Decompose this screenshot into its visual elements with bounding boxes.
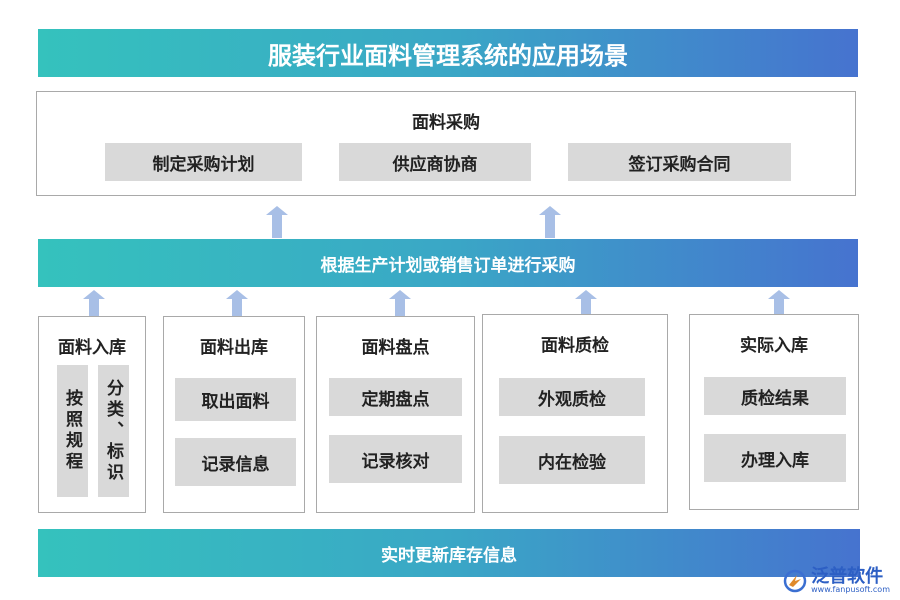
watermark-brand: 泛普软件 <box>811 566 884 587</box>
purchase-item: 签订采购合同 <box>568 143 791 181</box>
column-heading: 面料盘点 <box>361 338 430 358</box>
purchase-item: 制定采购计划 <box>105 143 302 181</box>
up-arrow-icon <box>389 290 411 322</box>
column-item: 记录核对 <box>329 435 462 483</box>
column-item: 办理入库 <box>704 434 846 482</box>
watermark-logo: 泛普软件 www.fanpusoft.com <box>783 568 890 594</box>
column-heading: 实际入库 <box>740 336 808 356</box>
purchase-item: 供应商协商 <box>339 143 531 181</box>
up-arrow-icon <box>266 206 288 238</box>
middle-banner-text: 根据生产计划或销售订单进行采购 <box>320 255 576 276</box>
fanpu-logo-icon <box>783 569 807 593</box>
column-fabric-outbound: 面料出库 取出面料 记录信息 <box>163 316 305 513</box>
column-fabric-qc: 面料质检 外观质检 内在检验 <box>482 314 668 513</box>
up-arrow-icon <box>83 290 105 322</box>
up-arrow-icon <box>575 290 597 322</box>
column-item: 质检结果 <box>704 377 846 415</box>
column-item: 记录信息 <box>175 438 296 486</box>
vertical-item: 分类、标识 <box>98 365 129 497</box>
column-item: 取出面料 <box>175 378 296 421</box>
column-fabric-inventory: 面料盘点 定期盘点 记录核对 <box>316 316 475 513</box>
middle-banner: 根据生产计划或销售订单进行采购 <box>38 239 858 287</box>
purchase-panel: 面料采购 制定采购计划 供应商协商 签订采购合同 <box>36 91 856 196</box>
page-title: 服装行业面料管理系统的应用场景 <box>268 41 628 70</box>
purchase-heading: 面料采购 <box>412 113 480 133</box>
column-heading: 面料出库 <box>200 338 268 358</box>
column-fabric-inbound: 面料入库 按照规程 分类、标识 <box>38 316 146 513</box>
watermark-url: www.fanpusoft.com <box>811 585 890 594</box>
column-item: 定期盘点 <box>329 378 462 416</box>
column-actual-inbound: 实际入库 质检结果 办理入库 <box>689 314 859 510</box>
title-banner: 服装行业面料管理系统的应用场景 <box>38 29 858 77</box>
column-item: 外观质检 <box>499 378 645 416</box>
column-item: 内在检验 <box>499 436 645 484</box>
up-arrow-icon <box>539 206 561 238</box>
up-arrow-icon <box>768 290 790 322</box>
up-arrow-icon <box>226 290 248 322</box>
bottom-banner: 实时更新库存信息 <box>38 529 860 577</box>
vertical-item: 按照规程 <box>57 365 88 497</box>
bottom-banner-text: 实时更新库存信息 <box>381 545 517 566</box>
column-heading: 面料入库 <box>58 338 126 358</box>
column-heading: 面料质检 <box>541 336 609 356</box>
